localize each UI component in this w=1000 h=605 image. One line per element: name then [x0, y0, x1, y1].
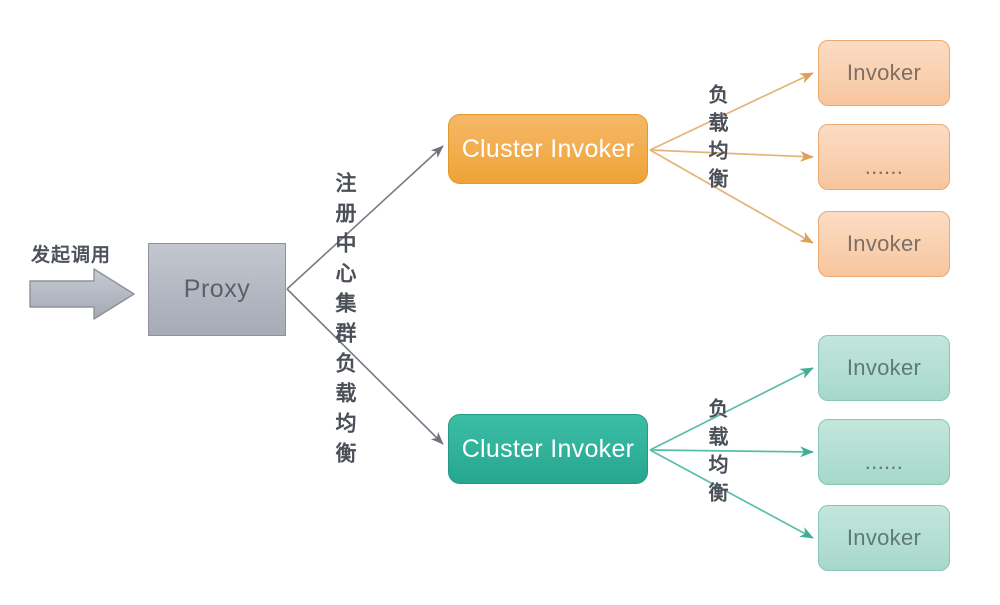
loadbalance-annotation-orange: 负载均衡 [705, 84, 727, 196]
link-proxy-to-orange-cluster [286, 145, 444, 290]
link-green-cluster-to-invoker-1 [649, 367, 814, 451]
invoker-orange-1-label: Invoker [846, 60, 922, 85]
invoker-green-3-label: Invoker [846, 525, 922, 550]
invoker-green-1-label: Invoker [846, 355, 922, 380]
invoker-green-3[interactable]: Invoker [818, 505, 950, 571]
invoker-orange-3[interactable]: Invoker [818, 211, 950, 277]
cluster-invoker-orange-node[interactable]: Cluster Invoker [448, 114, 648, 184]
invoker-green-2[interactable]: ...... [818, 419, 950, 485]
link-green-cluster-to-invoker-3 [649, 449, 814, 539]
cluster-invoker-green-node[interactable]: Cluster Invoker [448, 414, 648, 484]
invoker-orange-3-label: Invoker [846, 231, 922, 256]
cluster-invoker-green-label: Cluster Invoker [461, 434, 635, 463]
cluster-invoker-orange-label: Cluster Invoker [461, 134, 635, 163]
invoker-orange-2[interactable]: ...... [818, 124, 950, 190]
link-orange-cluster-to-invoker-2 [649, 149, 814, 162]
link-proxy-to-green-cluster [286, 288, 444, 445]
link-green-cluster-to-invoker-2 [649, 446, 814, 458]
proxy-node[interactable]: Proxy [148, 243, 286, 336]
loadbalance-annotation-green: 负载均衡 [705, 398, 727, 510]
invoker-orange-2-label: ...... [864, 154, 904, 179]
proxy-label: Proxy [183, 275, 251, 303]
registry-cluster-loadbalance-annotation: 注册中心集群负载均衡 [333, 172, 356, 472]
link-orange-cluster-to-invoker-3 [649, 149, 814, 244]
link-orange-cluster-to-invoker-1 [649, 72, 814, 151]
entry-call-label: 发起调用 [31, 245, 112, 266]
invoker-green-1[interactable]: Invoker [818, 335, 950, 401]
invoker-orange-1[interactable]: Invoker [818, 40, 950, 106]
block-arrow-right-icon [29, 268, 135, 320]
invoker-green-2-label: ...... [864, 449, 904, 474]
